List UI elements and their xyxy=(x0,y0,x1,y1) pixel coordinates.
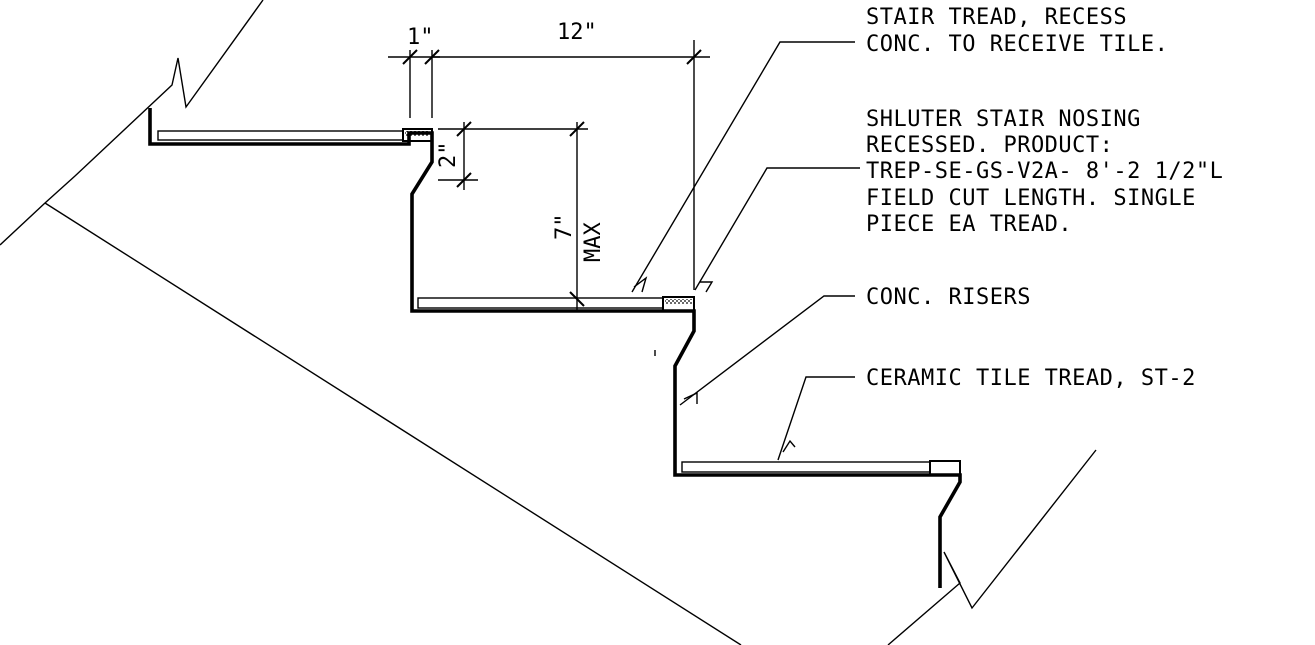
svg-text:CERAMIC TILE TREAD, ST-2: CERAMIC TILE TREAD, ST-2 xyxy=(866,366,1196,391)
note-risers: CONC. RISERS xyxy=(866,285,1031,310)
stair-profile xyxy=(148,108,962,588)
nosing-2 xyxy=(662,296,695,312)
nosing-3 xyxy=(929,460,961,476)
svg-text:TREP-SE-GS-V2A- 8'-2 1/2"L: TREP-SE-GS-V2A- 8'-2 1/2"L xyxy=(866,159,1223,184)
tile-tread-3 xyxy=(681,461,931,473)
svg-text:SHLUTER STAIR NOSING: SHLUTER STAIR NOSING xyxy=(866,107,1141,132)
svg-text:RECESSED. PRODUCT:: RECESSED. PRODUCT: xyxy=(866,133,1113,158)
dim-7-inch xyxy=(569,121,585,312)
dim-12-inch xyxy=(432,40,710,290)
slab-underside-line xyxy=(44,202,742,645)
leader-risers xyxy=(679,295,855,406)
svg-text:CONC. TO RECEIVE TILE.: CONC. TO RECEIVE TILE. xyxy=(866,32,1168,57)
dim-2-inch xyxy=(438,121,588,190)
svg-text:FIELD CUT LENGTH. SINGLE: FIELD CUT LENGTH. SINGLE xyxy=(866,186,1196,211)
dim-max-label: MAX xyxy=(581,222,606,262)
dim-2-label: 2" xyxy=(436,142,461,169)
svg-text:STAIR TREAD, RECESS: STAIR TREAD, RECESS xyxy=(866,5,1127,30)
break-line-top xyxy=(0,0,264,246)
leader-stair-tread xyxy=(631,41,855,293)
dim-7-label: 7" xyxy=(552,214,577,241)
leader-nosing xyxy=(694,167,860,293)
leader-tile xyxy=(777,376,855,461)
note-nosing: SHLUTER STAIR NOSING RECESSED. PRODUCT: … xyxy=(866,107,1223,237)
nosing-fill-2 xyxy=(665,299,692,304)
dim-1-inch xyxy=(388,49,440,118)
tile-tread-1 xyxy=(157,130,404,141)
dim-1-label: 1" xyxy=(407,25,434,50)
note-stair-tread: STAIR TREAD, RECESS CONC. TO RECEIVE TIL… xyxy=(866,5,1168,57)
svg-text:CONC. RISERS: CONC. RISERS xyxy=(866,285,1031,310)
nosing-1 xyxy=(402,128,433,142)
svg-text:PIECE EA TREAD.: PIECE EA TREAD. xyxy=(866,212,1072,237)
tile-tread-2 xyxy=(417,297,664,309)
nosing-fill-1 xyxy=(405,131,430,136)
note-tile: CERAMIC TILE TREAD, ST-2 xyxy=(866,366,1196,391)
break-line-bottom xyxy=(887,449,1097,645)
dim-12-label: 12" xyxy=(557,20,597,45)
